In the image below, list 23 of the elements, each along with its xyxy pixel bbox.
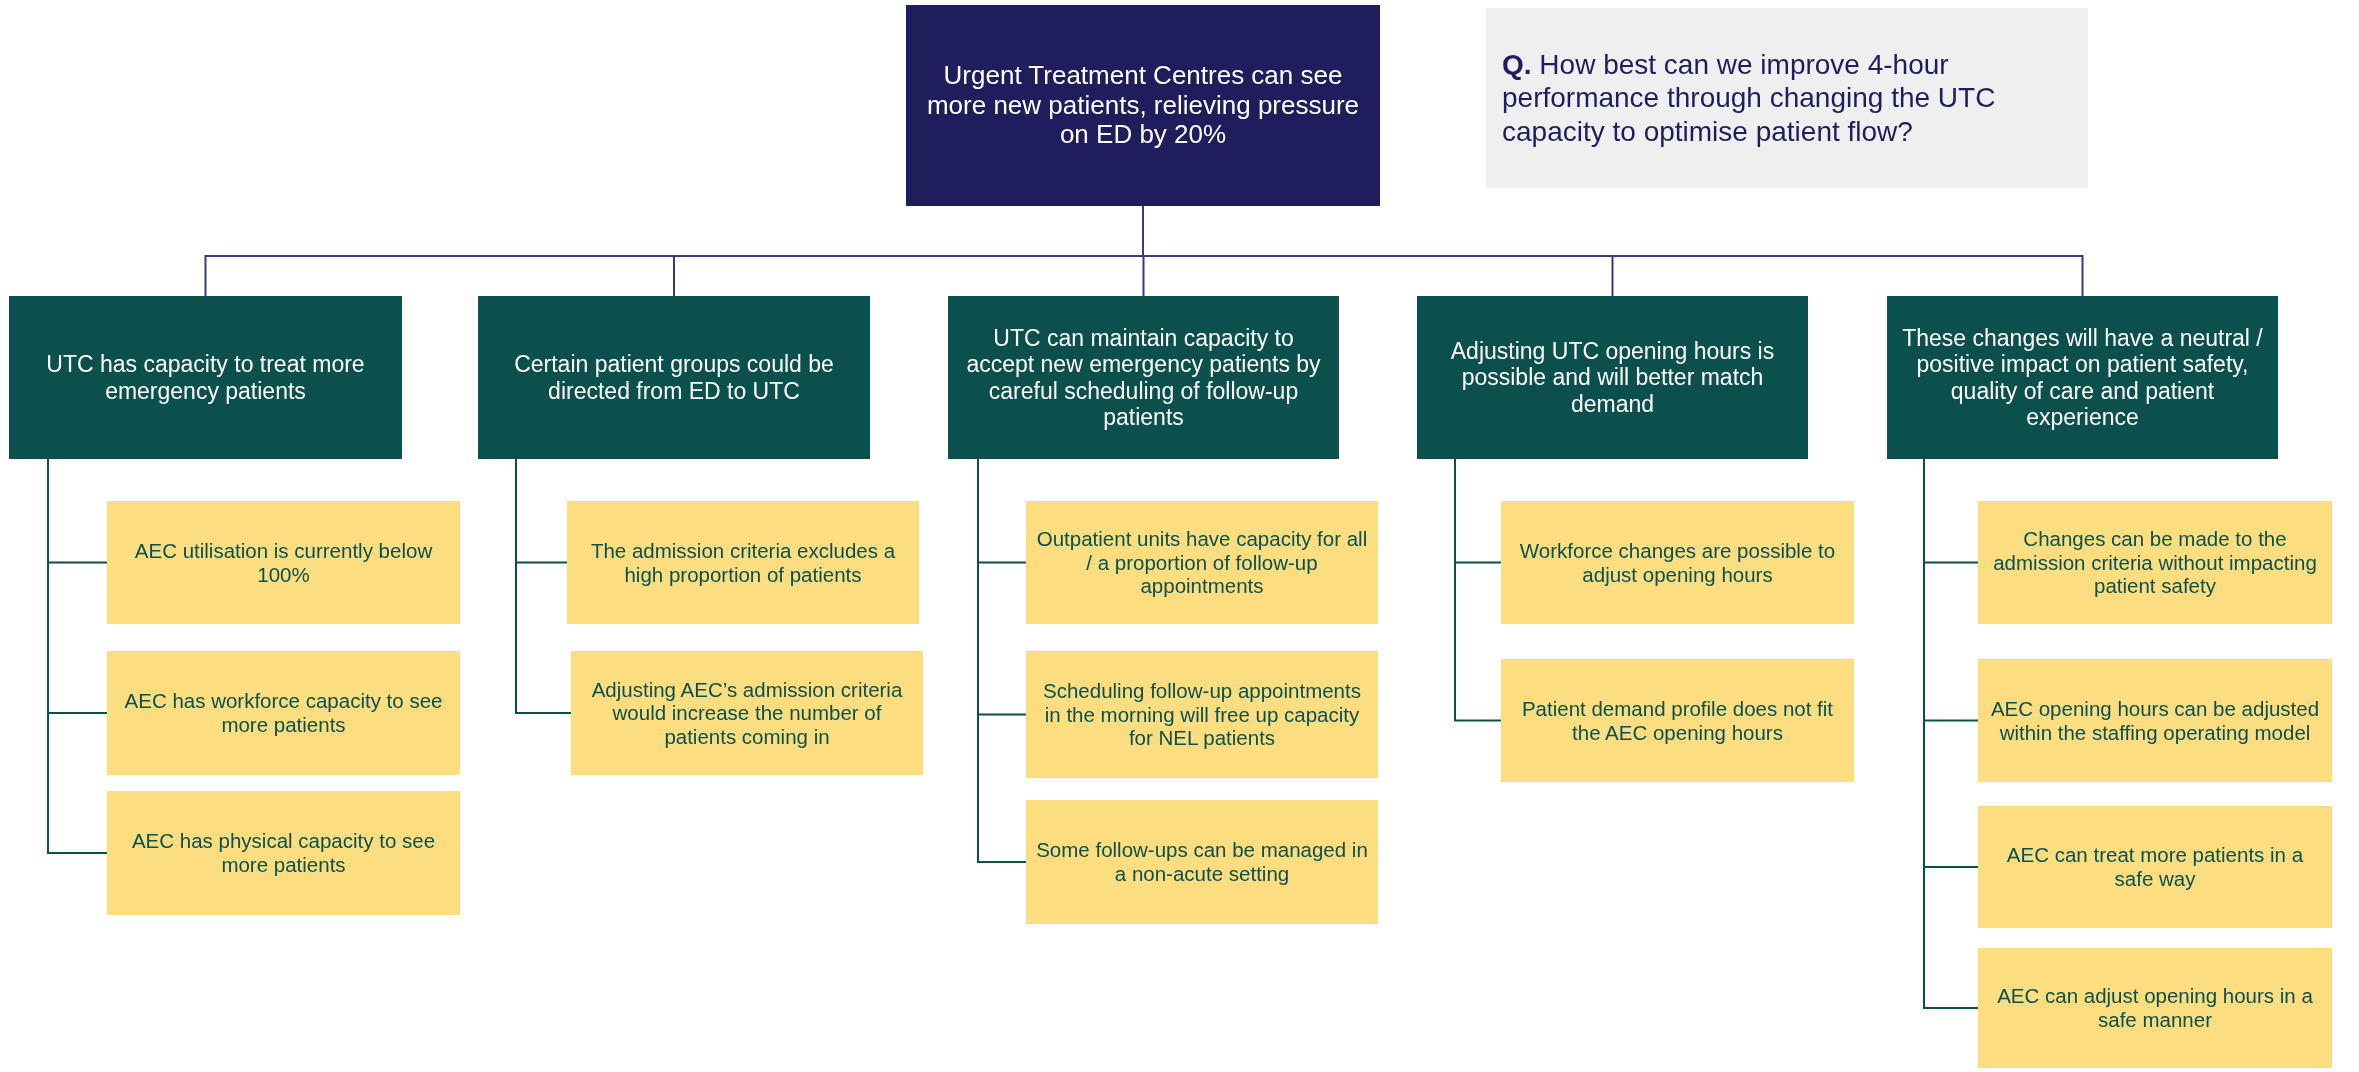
sub-hypothesis-box: AEC opening hours can be adjusted within the staffing operating model: [1978, 659, 2332, 782]
sub-hypothesis-box: Workforce changes are possible to adjust opening hours: [1501, 501, 1854, 624]
sub-hypothesis-box: AEC has workforce capacity to see more patients: [107, 651, 460, 775]
sub-hypothesis-box: Scheduling follow-up appointments in the morning will free up capacity for NEL patients: [1026, 651, 1378, 778]
sub-hypothesis-box: AEC utilisation is currently below 100%: [107, 501, 460, 624]
sub-hypothesis-box: AEC has physical capacity to see more patients: [107, 791, 460, 915]
hypothesis-box: UTC has capacity to treat more emergency patients: [9, 296, 402, 459]
sub-hypothesis-box: AEC can treat more patients in a safe way: [1978, 806, 2332, 928]
sub-hypothesis-box: AEC can adjust opening hours in a safe manner: [1978, 948, 2332, 1068]
goal-box: Urgent Treatment Centres can see more new patients, relieving pressure on ED by 20%: [906, 5, 1380, 206]
hypothesis-box: UTC can maintain capacity to accept new emergency patients by careful scheduling of follow-up patients: [948, 296, 1339, 459]
connector-line: [1454, 458, 1502, 722]
hypothesis-box: These changes will have a neutral / positive impact on patient safety, quality of care and patient experience: [1887, 296, 2278, 459]
hypothesis-box: Adjusting UTC opening hours is possible and will better match demand: [1417, 296, 1808, 459]
sub-hypothesis-box: Patient demand profile does not fit the AEC opening hours: [1501, 659, 1854, 782]
sub-hypothesis-box: Some follow-ups can be managed in a non-acute setting: [1026, 800, 1378, 924]
question-box: Q. How best can we improve 4-hour performance through changing the UTC capacity to optimise patient flow?: [1486, 8, 2088, 188]
sub-hypothesis-box: Outpatient units have capacity for all / a proportion of follow-up appointments: [1026, 501, 1378, 624]
hypothesis-box: Certain patient groups could be directed from ED to UTC: [478, 296, 870, 459]
sub-hypothesis-box: Changes can be made to the admission criteria without impacting patient safety: [1978, 501, 2332, 624]
connector-line: [515, 458, 572, 714]
sub-hypothesis-box: Adjusting AEC’s admission criteria would increase the number of patients coming in: [571, 651, 923, 775]
sub-hypothesis-box: The admission criteria excludes a high proportion of patients: [567, 501, 919, 624]
